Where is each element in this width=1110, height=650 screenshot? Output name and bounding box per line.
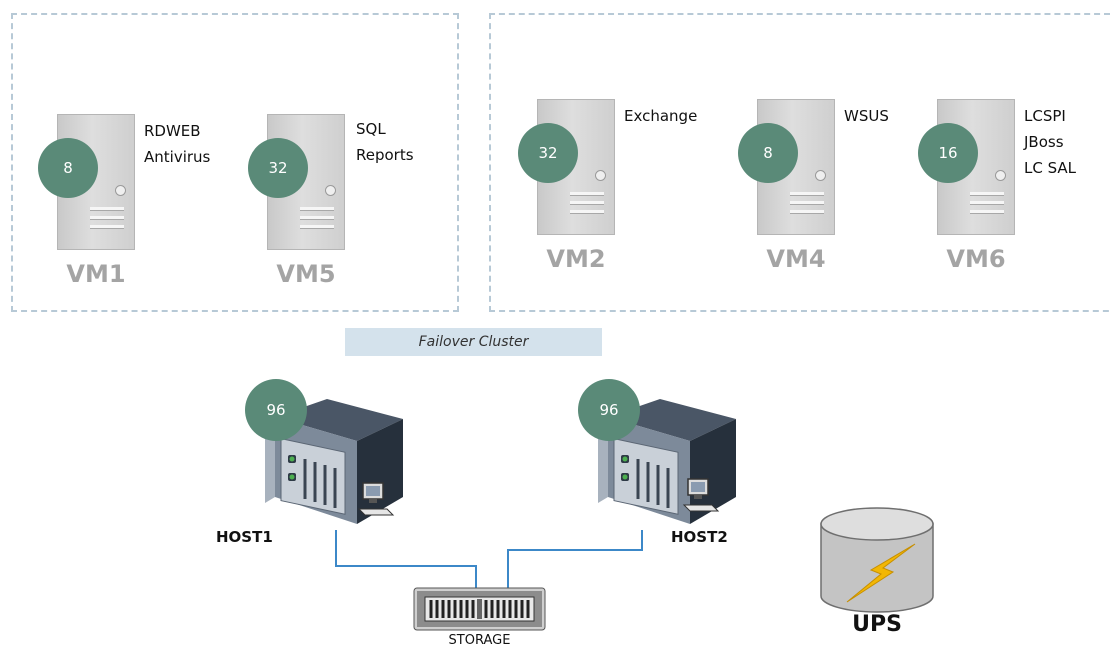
- vm-group-2: [489, 13, 1110, 312]
- memory-badge: 96: [578, 379, 640, 441]
- memory-badge: 8: [738, 123, 798, 183]
- vm-group-1-top-edge: [11, 13, 459, 15]
- vm-node[interactable]: 16 LCSPI JBoss LC SAL VM6: [918, 99, 1103, 279]
- vm-name: VM4: [766, 245, 826, 273]
- rack-server-icon: [598, 399, 736, 524]
- role-label: LCSPI: [1024, 107, 1066, 125]
- host-name: HOST2: [671, 528, 728, 546]
- vm-node[interactable]: 8 RDWEB Antivirus VM1: [38, 114, 223, 294]
- vm-group-1: [11, 13, 459, 312]
- memory-badge: 32: [248, 138, 308, 198]
- role-label: Reports: [356, 146, 414, 164]
- failover-cluster-label: Failover Cluster: [345, 328, 602, 356]
- host1-storage-link: [335, 530, 477, 592]
- vm-roles: Exchange: [624, 103, 697, 129]
- memory-badge: 96: [245, 379, 307, 441]
- vm-roles: RDWEB Antivirus: [144, 118, 210, 170]
- lightning-bolt-icon: [846, 543, 916, 603]
- ups-cylinder-icon[interactable]: [819, 506, 935, 616]
- storage-label: STORAGE: [448, 633, 511, 648]
- vm-name: VM1: [66, 260, 126, 288]
- vm-name: VM5: [276, 260, 336, 288]
- vm-node[interactable]: 8 WSUS VM4: [738, 99, 923, 279]
- workstation-icon: [682, 478, 720, 512]
- host-server[interactable]: 96: [578, 379, 738, 539]
- role-label: WSUS: [844, 107, 889, 125]
- ups-label: UPS: [852, 612, 902, 637]
- memory-badge: 8: [38, 138, 98, 198]
- role-label: Antivirus: [144, 148, 211, 166]
- vm-group-2-top-edge: [489, 13, 1110, 15]
- memory-badge: 32: [518, 123, 578, 183]
- host-server[interactable]: 96: [245, 379, 405, 539]
- role-label: JBoss: [1024, 133, 1064, 151]
- vm-name: VM6: [946, 245, 1006, 273]
- vm-roles: SQL Reports: [356, 116, 414, 168]
- host-name: HOST1: [216, 528, 273, 546]
- vm-node[interactable]: 32 SQL Reports VM5: [248, 114, 433, 294]
- host2-storage-link: [507, 530, 643, 592]
- role-label: LC SAL: [1024, 159, 1077, 177]
- vm-roles: WSUS: [844, 103, 889, 129]
- memory-badge: 16: [918, 123, 978, 183]
- storage-array-icon[interactable]: [413, 587, 546, 631]
- vm-roles: LCSPI JBoss LC SAL: [1024, 103, 1076, 181]
- workstation-icon: [357, 482, 395, 516]
- role-label: Exchange: [624, 107, 698, 125]
- role-label: SQL: [356, 120, 386, 138]
- vm-name: VM2: [546, 245, 606, 273]
- role-label: RDWEB: [144, 122, 201, 140]
- vm-node[interactable]: 32 Exchange VM2: [518, 99, 703, 279]
